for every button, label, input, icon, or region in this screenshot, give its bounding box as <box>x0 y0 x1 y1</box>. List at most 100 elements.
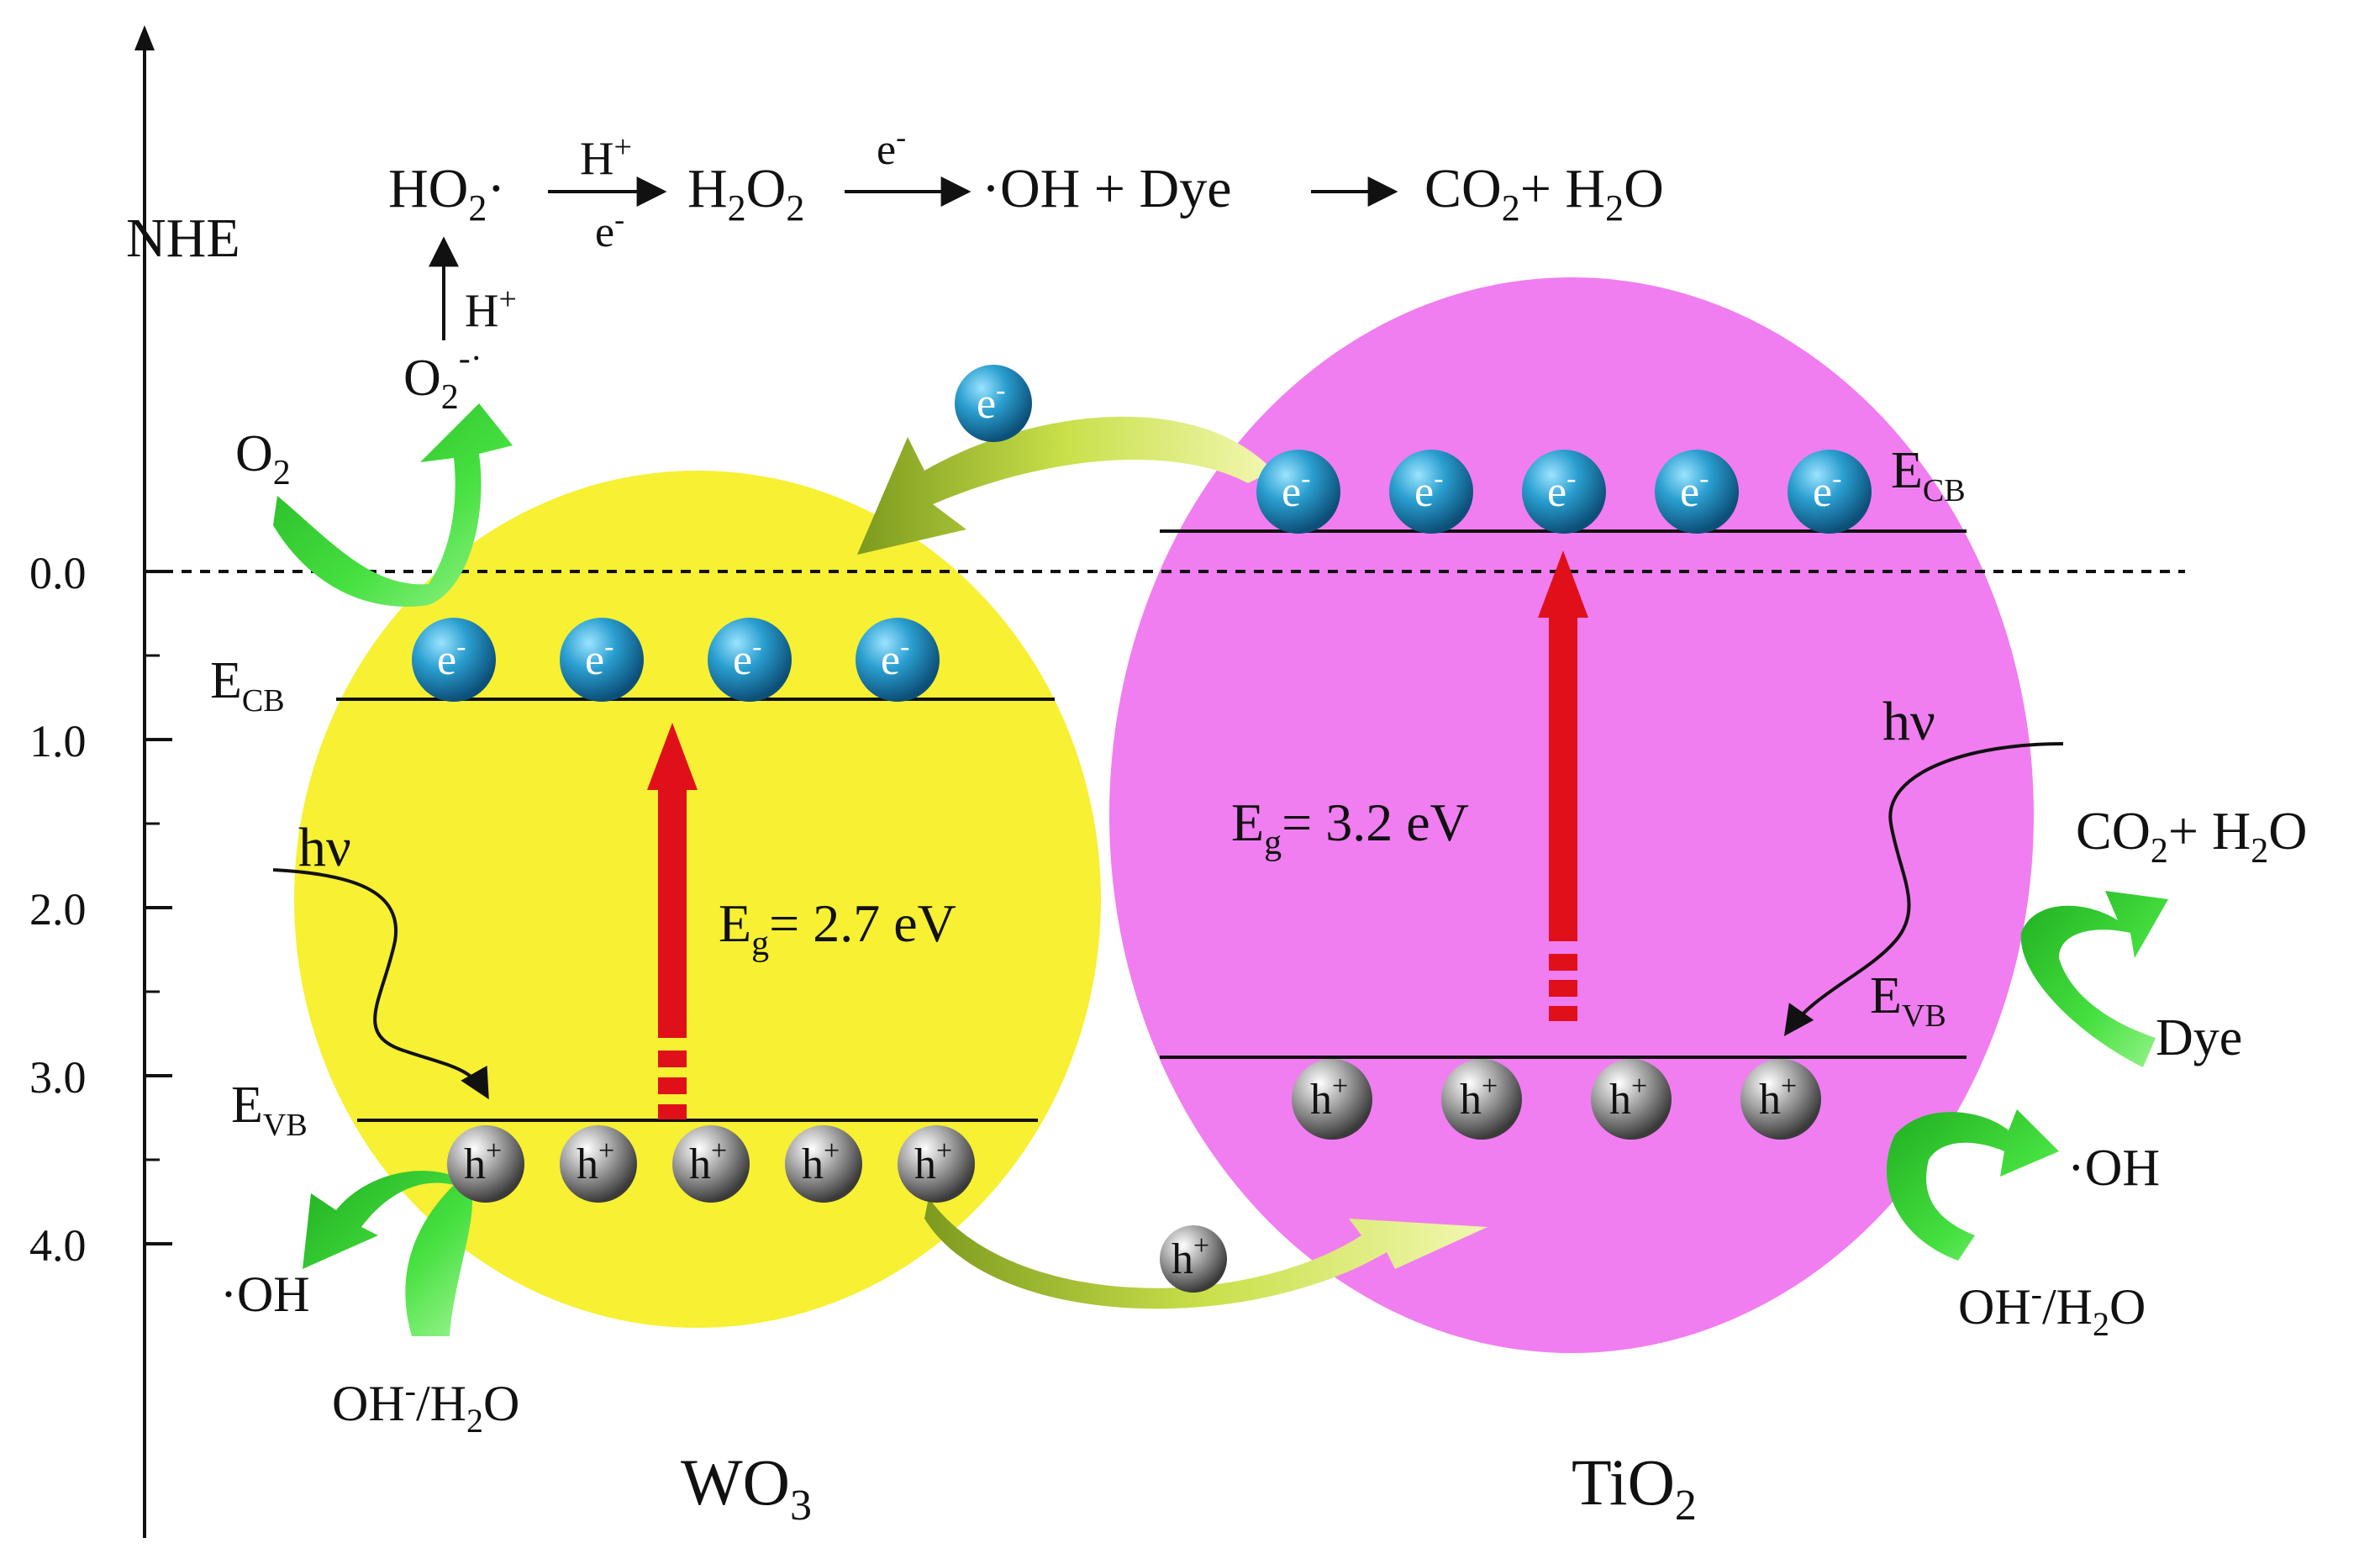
ho2-label: HO <box>388 158 468 219</box>
wo3-hv-label: hν <box>298 817 351 878</box>
transfer-hole: h+ <box>1160 1225 1227 1293</box>
wo3-electron-3 <box>708 618 792 702</box>
reaction-chain: HO2· H+ e- H2O2 e- ·OH + Dye CO2+ H2O H+… <box>235 120 1664 492</box>
svg-text:Eg= 3.2 eV: Eg= 3.2 eV <box>1231 793 1469 862</box>
tio2-electron-label-2: e- <box>1414 463 1443 516</box>
wo3-bandgap-label: E <box>719 893 751 953</box>
tio2-electron-label-5: e- <box>1813 463 1841 516</box>
hole-transfer-arrow <box>924 1198 1488 1309</box>
wo3-oh-product-label: ·OH <box>220 1266 310 1322</box>
tio2-hole-4 <box>1740 1059 1821 1140</box>
tio2-oh-reactant-label: OH <box>1958 1279 2031 1335</box>
tio2-excitation-arrow <box>1538 550 1588 1021</box>
tio2-hv-label: hν <box>1882 691 1935 752</box>
wo3-electron-label-3: e- <box>733 631 761 684</box>
wo3-evb-label: E <box>231 1077 263 1134</box>
wo3-hole-1 <box>447 1125 524 1203</box>
tio2-oh-product-label: ·OH <box>2067 1140 2160 1197</box>
potential-axis <box>134 25 172 1538</box>
svg-text:H2O2: H2O2 <box>687 158 804 229</box>
oxygen-reduction-arrow <box>273 403 513 607</box>
svg-text:WO3: WO3 <box>681 1446 812 1530</box>
tio2-hole-label-1: h+ <box>1310 1071 1348 1124</box>
oh-dye-label: ·OH + Dye <box>982 158 1231 219</box>
tio2-dye-label: Dye <box>2156 1009 2242 1066</box>
tio2-hole-label-3: h+ <box>1609 1071 1647 1124</box>
tick-label-4: 4.0 <box>29 1220 87 1271</box>
svg-text:ECB: ECB <box>210 652 285 719</box>
wo3-light-path <box>272 868 489 1100</box>
svg-text:CO2+ H2O: CO2+ H2O <box>2076 801 2307 871</box>
wo3-hole-4 <box>785 1125 862 1203</box>
tick-label-2: 2.0 <box>29 884 87 935</box>
tio2-electron-5 <box>1788 450 1872 534</box>
svg-text:O2: O2 <box>235 425 291 492</box>
oxygen-label: O <box>235 425 273 482</box>
tio2-hole-3 <box>1591 1059 1672 1140</box>
tio2-hole-1 <box>1292 1059 1372 1140</box>
tick-label-0: 0.0 <box>29 548 87 598</box>
svg-text:h+: h+ <box>1172 1230 1209 1283</box>
tio2-electron-4 <box>1655 450 1739 534</box>
wo3-hole-3 <box>672 1125 750 1203</box>
wo3-name-label: WO <box>681 1446 790 1519</box>
wo3-ecb-label: E <box>210 652 242 709</box>
svg-text:e-: e- <box>595 203 624 256</box>
wo3-electron-label-1: e- <box>437 631 466 684</box>
svg-text:OH-/H2O: OH-/H2O <box>1958 1275 2146 1343</box>
tio2-hole-label-2: h+ <box>1460 1071 1498 1124</box>
wo3-hole-label-4: h+ <box>802 1135 840 1188</box>
wo3-electron-label-2: e- <box>585 631 613 684</box>
tio2-bandgap-label: E <box>1231 793 1264 852</box>
tio2-evb-label: E <box>1870 967 1902 1024</box>
svg-text:Eg= 2.7 eV: Eg= 2.7 eV <box>719 893 956 963</box>
svg-text:HO2·: HO2· <box>388 158 505 229</box>
svg-text:EVB: EVB <box>1870 967 1946 1034</box>
co2-h2o-label: CO <box>1424 158 1502 219</box>
wo3-electron-label-4: e- <box>881 631 909 684</box>
tio2-electron-label-3: e- <box>1547 463 1576 516</box>
svg-text:ECB: ECB <box>1891 442 1966 508</box>
h2o2-label: H <box>687 158 728 219</box>
tio2-hole-oxidation-arrow <box>1886 1109 2059 1261</box>
svg-text:TiO2: TiO2 <box>1572 1446 1697 1530</box>
tio2-name-label: TiO <box>1572 1446 1675 1519</box>
tio2-electron-3 <box>1522 450 1606 534</box>
wo3-hole-label-3: h+ <box>689 1135 727 1188</box>
tio2-dye-oxidation-arrow <box>2020 891 2168 1067</box>
transfer-electron: e- <box>955 365 1032 442</box>
wo3-electron-1 <box>412 618 496 702</box>
tick-label-3: 3.0 <box>29 1052 87 1103</box>
wo3-electron-2 <box>560 618 644 702</box>
wo3-hole-label-2: h+ <box>577 1135 614 1188</box>
tio2-light-path <box>1783 742 2064 1036</box>
tio2-electron-label-4: e- <box>1680 463 1709 516</box>
wo3-excitation-arrow <box>647 723 698 1119</box>
tio2-electron-label-1: e- <box>1282 463 1310 516</box>
svg-text:CO2+ H2O: CO2+ H2O <box>1424 158 1664 229</box>
superoxide-label: O <box>403 350 441 407</box>
svg-text:H+: H+ <box>465 282 517 337</box>
svg-text:EVB: EVB <box>231 1077 308 1143</box>
tick-label-1: 1.0 <box>29 716 87 766</box>
tio2-hole-label-4: h+ <box>1759 1071 1797 1124</box>
charge-carriers: e-e-e-e-h+ h+ h+ h+ h+ e-e-e-e-e-h+ h+ h+ h+ <box>412 450 1872 1203</box>
svg-text:O2-·: O2-· <box>403 340 482 417</box>
wo3-hole-2 <box>560 1125 637 1203</box>
tio2-hole-2 <box>1441 1059 1522 1140</box>
wo3-hole-label-5: h+ <box>914 1135 952 1188</box>
tio2-electron-2 <box>1389 450 1473 534</box>
wo3-hole-label-1: h+ <box>464 1135 502 1188</box>
wo3-electron-4 <box>856 618 940 702</box>
wo3-hole-5 <box>898 1125 975 1203</box>
axis-label: NHE <box>126 208 240 269</box>
svg-text:OH-/H2O: OH-/H2O <box>332 1372 519 1440</box>
tio2-ecb-label: E <box>1891 442 1923 499</box>
svg-text:H+: H+ <box>580 129 632 185</box>
wo3-oh-reactant-label: OH <box>332 1376 405 1431</box>
electron-transfer-arrow <box>857 416 1273 555</box>
svg-text:e-: e- <box>977 375 1005 428</box>
wo3-hole-oxidation-arrow <box>303 1171 473 1336</box>
tio2-co2-product-label: CO <box>2076 801 2151 861</box>
